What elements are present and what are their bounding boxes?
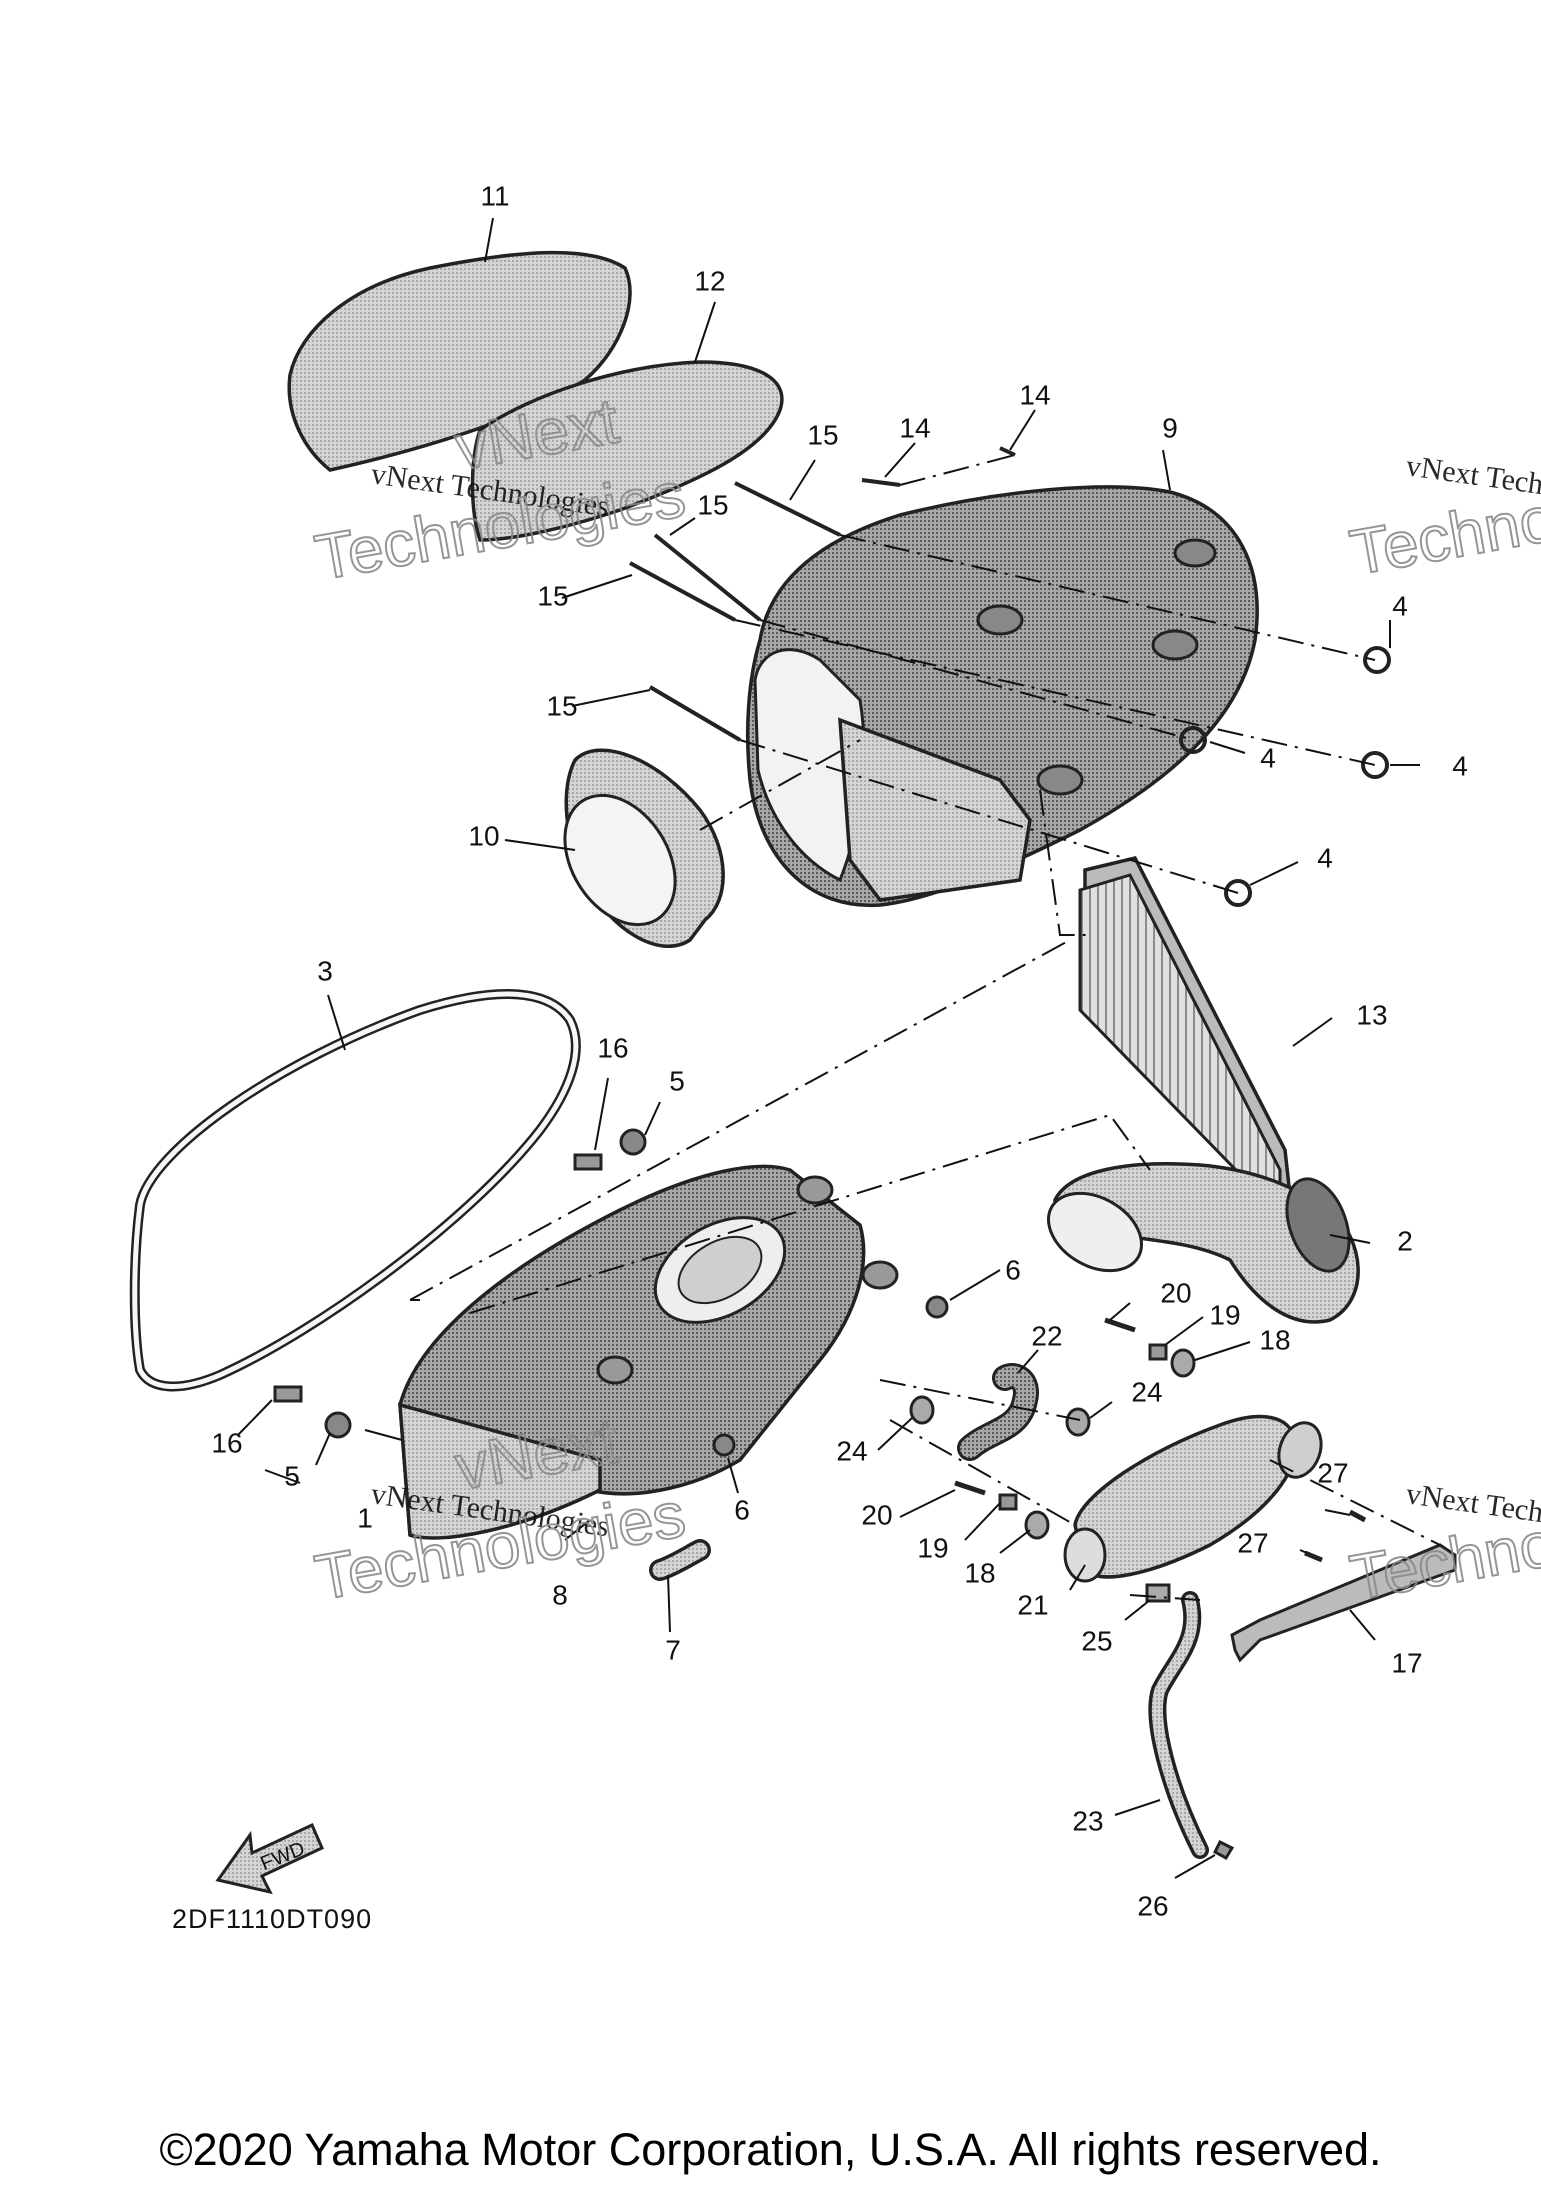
callout-20: 20 — [861, 1499, 892, 1530]
callout-24: 24 — [1131, 1376, 1162, 1407]
part-7-hose — [649, 1539, 711, 1581]
part-22-hose — [957, 1363, 1039, 1461]
callout-16: 16 — [211, 1427, 242, 1458]
callout-18: 18 — [1259, 1324, 1290, 1355]
part-10-joint — [563, 748, 725, 948]
callout-6: 6 — [1005, 1254, 1021, 1285]
callout-numbers: 11 12 14 14 15 15 15 15 9 4 4 4 4 10 3 1… — [211, 180, 1467, 1921]
callout-5: 5 — [669, 1065, 685, 1096]
callout-16: 16 — [597, 1032, 628, 1063]
callout-24: 24 — [836, 1435, 867, 1466]
callout-20: 20 — [1160, 1277, 1191, 1308]
leader-lines — [237, 217, 1420, 1879]
part-9-case-upper — [745, 485, 1259, 908]
callout-9: 9 — [1162, 412, 1178, 443]
forward-arrow-icon: FWD — [215, 1822, 324, 1895]
callout-19: 19 — [917, 1532, 948, 1563]
callout-6: 6 — [734, 1494, 750, 1525]
part-17-bracket — [1230, 1543, 1457, 1663]
callout-8: 8 — [552, 1579, 568, 1610]
watermark-bottom-right: vNext Technologies Technologies — [1344, 1477, 1541, 1615]
part-3-gasket — [129, 988, 581, 1392]
part-13-element — [1078, 855, 1292, 1213]
callout-27: 27 — [1317, 1457, 1348, 1488]
callout-15: 15 — [807, 419, 838, 450]
callout-19: 19 — [1209, 1299, 1240, 1330]
part-2-joint — [1046, 1162, 1360, 1324]
assembly-lines — [409, 454, 1441, 1601]
callout-23: 23 — [1072, 1805, 1103, 1836]
callout-4: 4 — [1392, 590, 1408, 621]
part-12-cover — [470, 360, 784, 542]
callout-12: 12 — [694, 265, 725, 296]
callout-1: 1 — [357, 1502, 373, 1533]
fasteners — [273, 446, 1391, 1861]
callout-15: 15 — [537, 580, 568, 611]
callout-26: 26 — [1137, 1890, 1168, 1921]
callout-2: 2 — [1397, 1225, 1413, 1256]
callout-10: 10 — [468, 820, 499, 851]
callout-13: 13 — [1356, 999, 1387, 1030]
copyright-notice: ©2020 Yamaha Motor Corporation, U.S.A. A… — [159, 2124, 1382, 2175]
callout-15: 15 — [546, 690, 577, 721]
part-21-tank — [1063, 1414, 1323, 1583]
drawing-code: 2DF1110DT090 — [172, 1904, 373, 1934]
callout-27: 27 — [1237, 1527, 1268, 1558]
callout-18: 18 — [964, 1557, 995, 1588]
callout-15: 15 — [697, 489, 728, 520]
callout-14: 14 — [1019, 379, 1050, 410]
callout-5: 5 — [284, 1460, 300, 1491]
callout-25: 25 — [1081, 1625, 1112, 1656]
callout-14: 14 — [899, 412, 930, 443]
callout-21: 21 — [1017, 1589, 1048, 1620]
callout-17: 17 — [1391, 1647, 1422, 1678]
callout-4: 4 — [1260, 742, 1276, 773]
part-23-hose — [1148, 1591, 1209, 1859]
watermark-top-right: vNext Technologies Technologies — [1344, 449, 1541, 590]
callout-11: 11 — [480, 180, 509, 211]
callout-7: 7 — [665, 1634, 681, 1665]
callout-4: 4 — [1452, 750, 1468, 781]
callout-22: 22 — [1031, 1320, 1062, 1351]
callout-4: 4 — [1317, 842, 1333, 873]
callout-3: 3 — [317, 955, 333, 986]
part-11-cover — [287, 250, 632, 472]
part-1-case-lower — [398, 1164, 899, 1540]
